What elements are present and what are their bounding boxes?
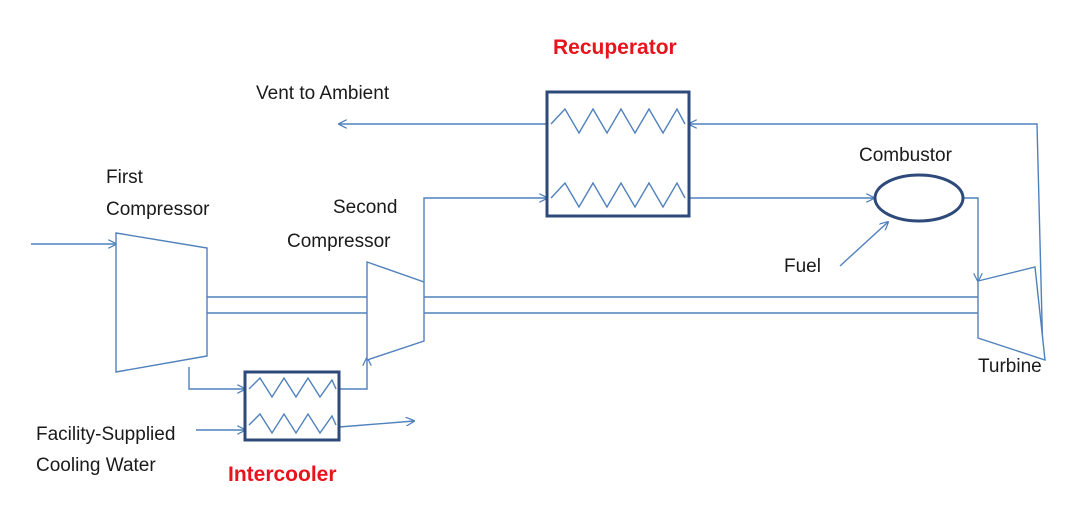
first-compressor [115,232,208,373]
shaft [207,296,978,314]
intercooler [243,370,341,442]
cooling-water-out-arrow [338,421,414,428]
intercooler-gas-coil [248,376,337,399]
recuperator-title: Recuperator [553,36,677,59]
cooling-water-label-line1: Facility-Supplied [36,424,175,445]
exhaust-to-recuperator-arrow [689,124,1044,361]
fuel-arrow [839,222,888,267]
intercooler-title: Intercooler [228,463,337,486]
fuel-label: Fuel [784,256,821,277]
turbine [977,266,1046,362]
first-to-intercooler-arrow [188,367,245,389]
recuperator [545,90,691,218]
second-compressor-label-line2: Compressor [287,231,391,252]
vent-label: Vent to Ambient [256,83,390,104]
flow-lines [31,124,1044,430]
combustor-to-turbine-arrow [963,197,978,281]
recuperator-cold-coil [550,181,686,209]
second-to-recuperator-arrow [423,198,547,282]
combustor [873,173,965,223]
first-compressor-label-line2: Compressor [106,199,210,220]
combustor-label: Combustor [859,145,953,166]
cooling-water-label-line2: Cooling Water [36,455,156,476]
intercooler-to-second-arrow [339,358,367,390]
recuperator-hot-coil [550,107,686,135]
second-compressor-label-line1: Second [333,197,397,218]
turbine-label: Turbine [978,356,1042,377]
second-compressor [366,261,425,361]
intercooler-water-coil [248,412,337,435]
first-compressor-label-line1: First [106,167,144,188]
